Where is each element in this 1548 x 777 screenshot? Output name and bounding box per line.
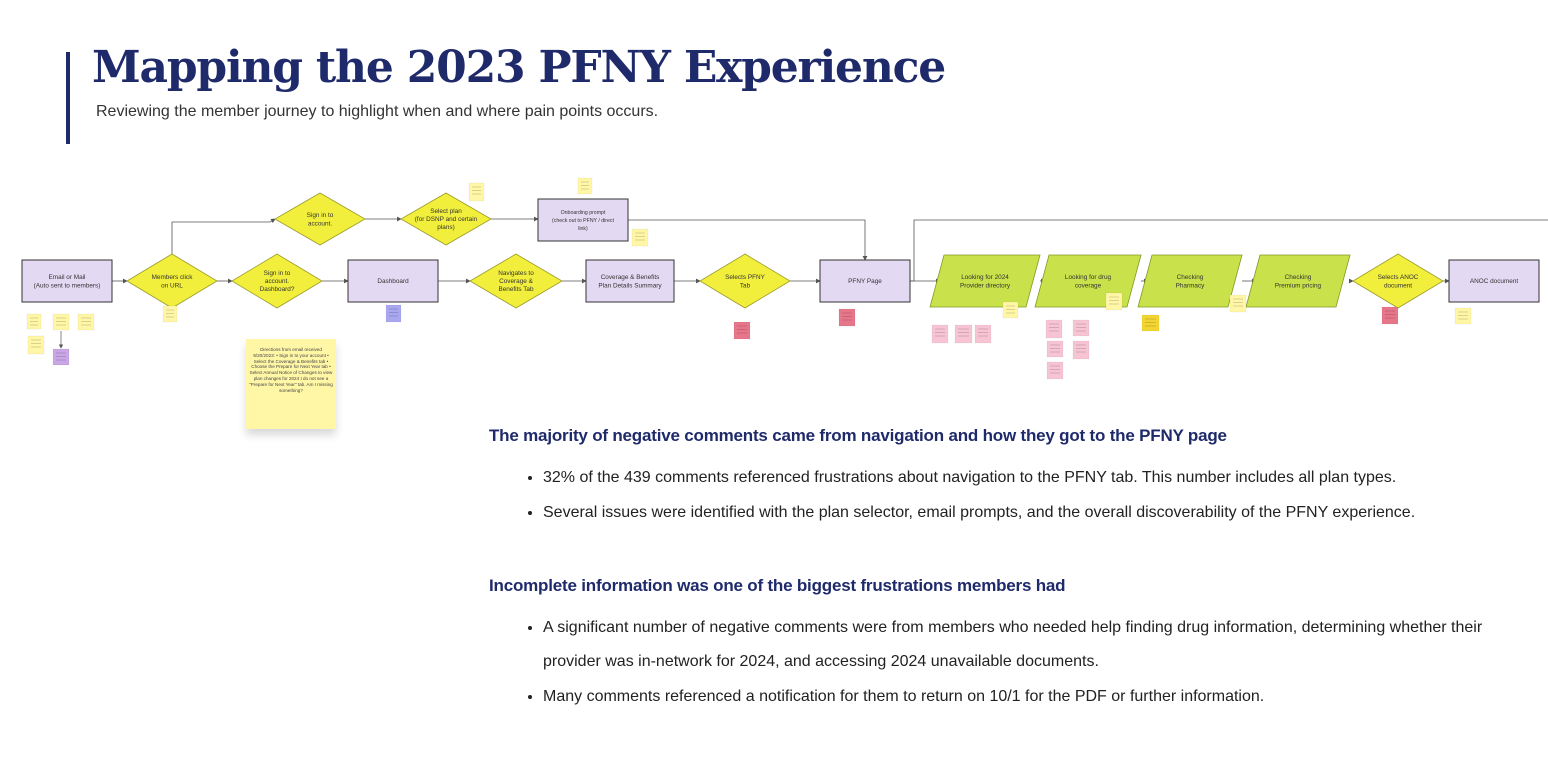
flow-step-9 (929, 254, 1041, 308)
flow-branch-step-1 (274, 192, 366, 246)
flow-step-7-label: Tab (740, 282, 751, 289)
sticky-note (577, 177, 593, 195)
flow-branch-step-1-label: account. (308, 220, 332, 227)
sticky-note (1141, 314, 1160, 332)
finding-heading: The majority of negative comments came f… (489, 426, 1227, 445)
flow-connector (171, 218, 276, 254)
flow-step-1-label: Email or Mail (49, 274, 86, 281)
flow-step-9-label: Looking for 2024 (961, 274, 1009, 281)
journey-flowchart: Email or Mail(Auto sent to members) Membe… (21, 177, 1548, 380)
sticky-note (1046, 361, 1064, 380)
flow-step-7-label: Selects PFNY (725, 274, 766, 281)
sticky-note (1072, 340, 1090, 360)
flow-step-6-label: Plan Details Summary (598, 282, 662, 289)
flow-step-3-label: Dashboard? (260, 286, 295, 293)
flow-step-14 (1448, 259, 1540, 303)
page-title: Mapping the 2023 PFNY Experience (92, 42, 946, 93)
sticky-note (954, 324, 973, 344)
page-subtitle: Reviewing the member journey to highligh… (96, 103, 659, 120)
flow-branch-step-1-label: Sign in to (307, 212, 334, 219)
flow-step-4 (347, 259, 439, 303)
sticky-note (26, 313, 42, 330)
flow-step-13-label: document (1384, 282, 1412, 289)
sticky-note (77, 313, 95, 331)
flow-step-1-label: (Auto sent to members) (34, 282, 101, 289)
flow-step-2-label: on URL (161, 282, 183, 289)
flow-branch-step-2-label: (for DSNP and certain (415, 216, 478, 223)
finding-bullet-list: A significant number of negative comment… (489, 610, 1529, 714)
flow-step-13 (1352, 253, 1444, 309)
sticky-note (1381, 306, 1399, 325)
flow-connector (628, 219, 868, 261)
sticky-note (468, 182, 485, 202)
finding-bullet: Several issues were identified with the … (543, 495, 1529, 530)
flow-step-8-label: PFNY Page (848, 278, 882, 285)
finding-incomplete-information: Incomplete information was one of the bi… (489, 576, 1529, 714)
sticky-note (1002, 301, 1019, 319)
finding-bullet: Many comments referenced a notification … (543, 679, 1529, 714)
sticky-note (1072, 319, 1090, 337)
flow-branch-step-2-label: plans) (437, 224, 454, 231)
sticky-note (838, 308, 856, 327)
sticky-note (385, 304, 402, 323)
flow-step-8 (819, 259, 911, 303)
flow-step-10 (1034, 254, 1142, 308)
finding-bullet-list: 32% of the 439 comments referenced frust… (489, 460, 1529, 530)
flow-step-12-label: Checking (1285, 274, 1312, 281)
sticky-note (162, 305, 178, 323)
sticky-note (1045, 319, 1063, 339)
flow-step-2-label: Members click (152, 274, 194, 281)
sticky-note (931, 324, 949, 344)
flow-step-3 (231, 253, 323, 309)
sticky-note (52, 313, 70, 331)
sticky-note (27, 335, 45, 355)
flow-branch-step-3 (537, 198, 629, 242)
sticky-note (631, 228, 649, 247)
sticky-note (1105, 292, 1123, 311)
flow-step-6-label: Coverage & Benefits (601, 274, 660, 281)
flow-step-10-label: Looking for drug (1065, 274, 1112, 281)
flow-step-2 (126, 253, 218, 309)
finding-heading: Incomplete information was one of the bi… (489, 576, 1066, 595)
flow-step-11-label: Checking (1177, 274, 1204, 281)
flow-step-9-label: Provider directory (960, 282, 1011, 289)
flow-step-3-label: account. (265, 278, 289, 285)
flow-step-13-label: Selects ANOC (1378, 274, 1419, 281)
flow-branch-step-3-label: link) (578, 226, 588, 232)
flow-step-11-label: Pharmacy (1176, 282, 1206, 289)
flow-step-5 (469, 253, 563, 309)
sticky-note (974, 324, 992, 344)
sticky-note (1454, 307, 1472, 325)
flow-step-6 (585, 259, 675, 303)
flow-step-5-label: Benefits Tab (498, 286, 533, 293)
title-accent-bar (66, 52, 70, 144)
flow-step-11 (1137, 254, 1243, 308)
member-quote-sticky-note: Directions from email received 9/20/2023… (246, 339, 336, 429)
sticky-note (52, 348, 70, 366)
flow-step-10-label: coverage (1075, 282, 1102, 289)
flow-step-14-label: ANOC document (1470, 278, 1519, 285)
sticky-note (1229, 294, 1247, 313)
flow-step-7 (699, 253, 791, 309)
flow-step-12-label: Premium pricing (1275, 282, 1322, 289)
flow-step-4-label: Dashboard (377, 278, 409, 285)
flow-step-12 (1245, 254, 1351, 308)
sticky-note (1046, 340, 1064, 358)
flow-branch-step-3-label: Onboarding prompt (561, 210, 606, 216)
sticky-note (733, 321, 751, 340)
flow-connector (910, 219, 1548, 282)
finding-navigation: The majority of negative comments came f… (489, 426, 1529, 530)
flow-branch-step-2-label: Select plan (430, 208, 462, 215)
flow-step-3-label: Sign in to (264, 270, 291, 277)
flow-step-5-label: Navigates to (498, 270, 534, 277)
flow-step-1 (21, 259, 113, 303)
flow-step-5-label: Coverage & (499, 278, 533, 285)
flow-branch-step-3-label: (check out to PFNY / direct (552, 218, 614, 224)
flow-branch-step-2 (400, 192, 492, 246)
finding-bullet: 32% of the 439 comments referenced frust… (543, 460, 1529, 495)
finding-bullet: A significant number of negative comment… (543, 610, 1529, 679)
